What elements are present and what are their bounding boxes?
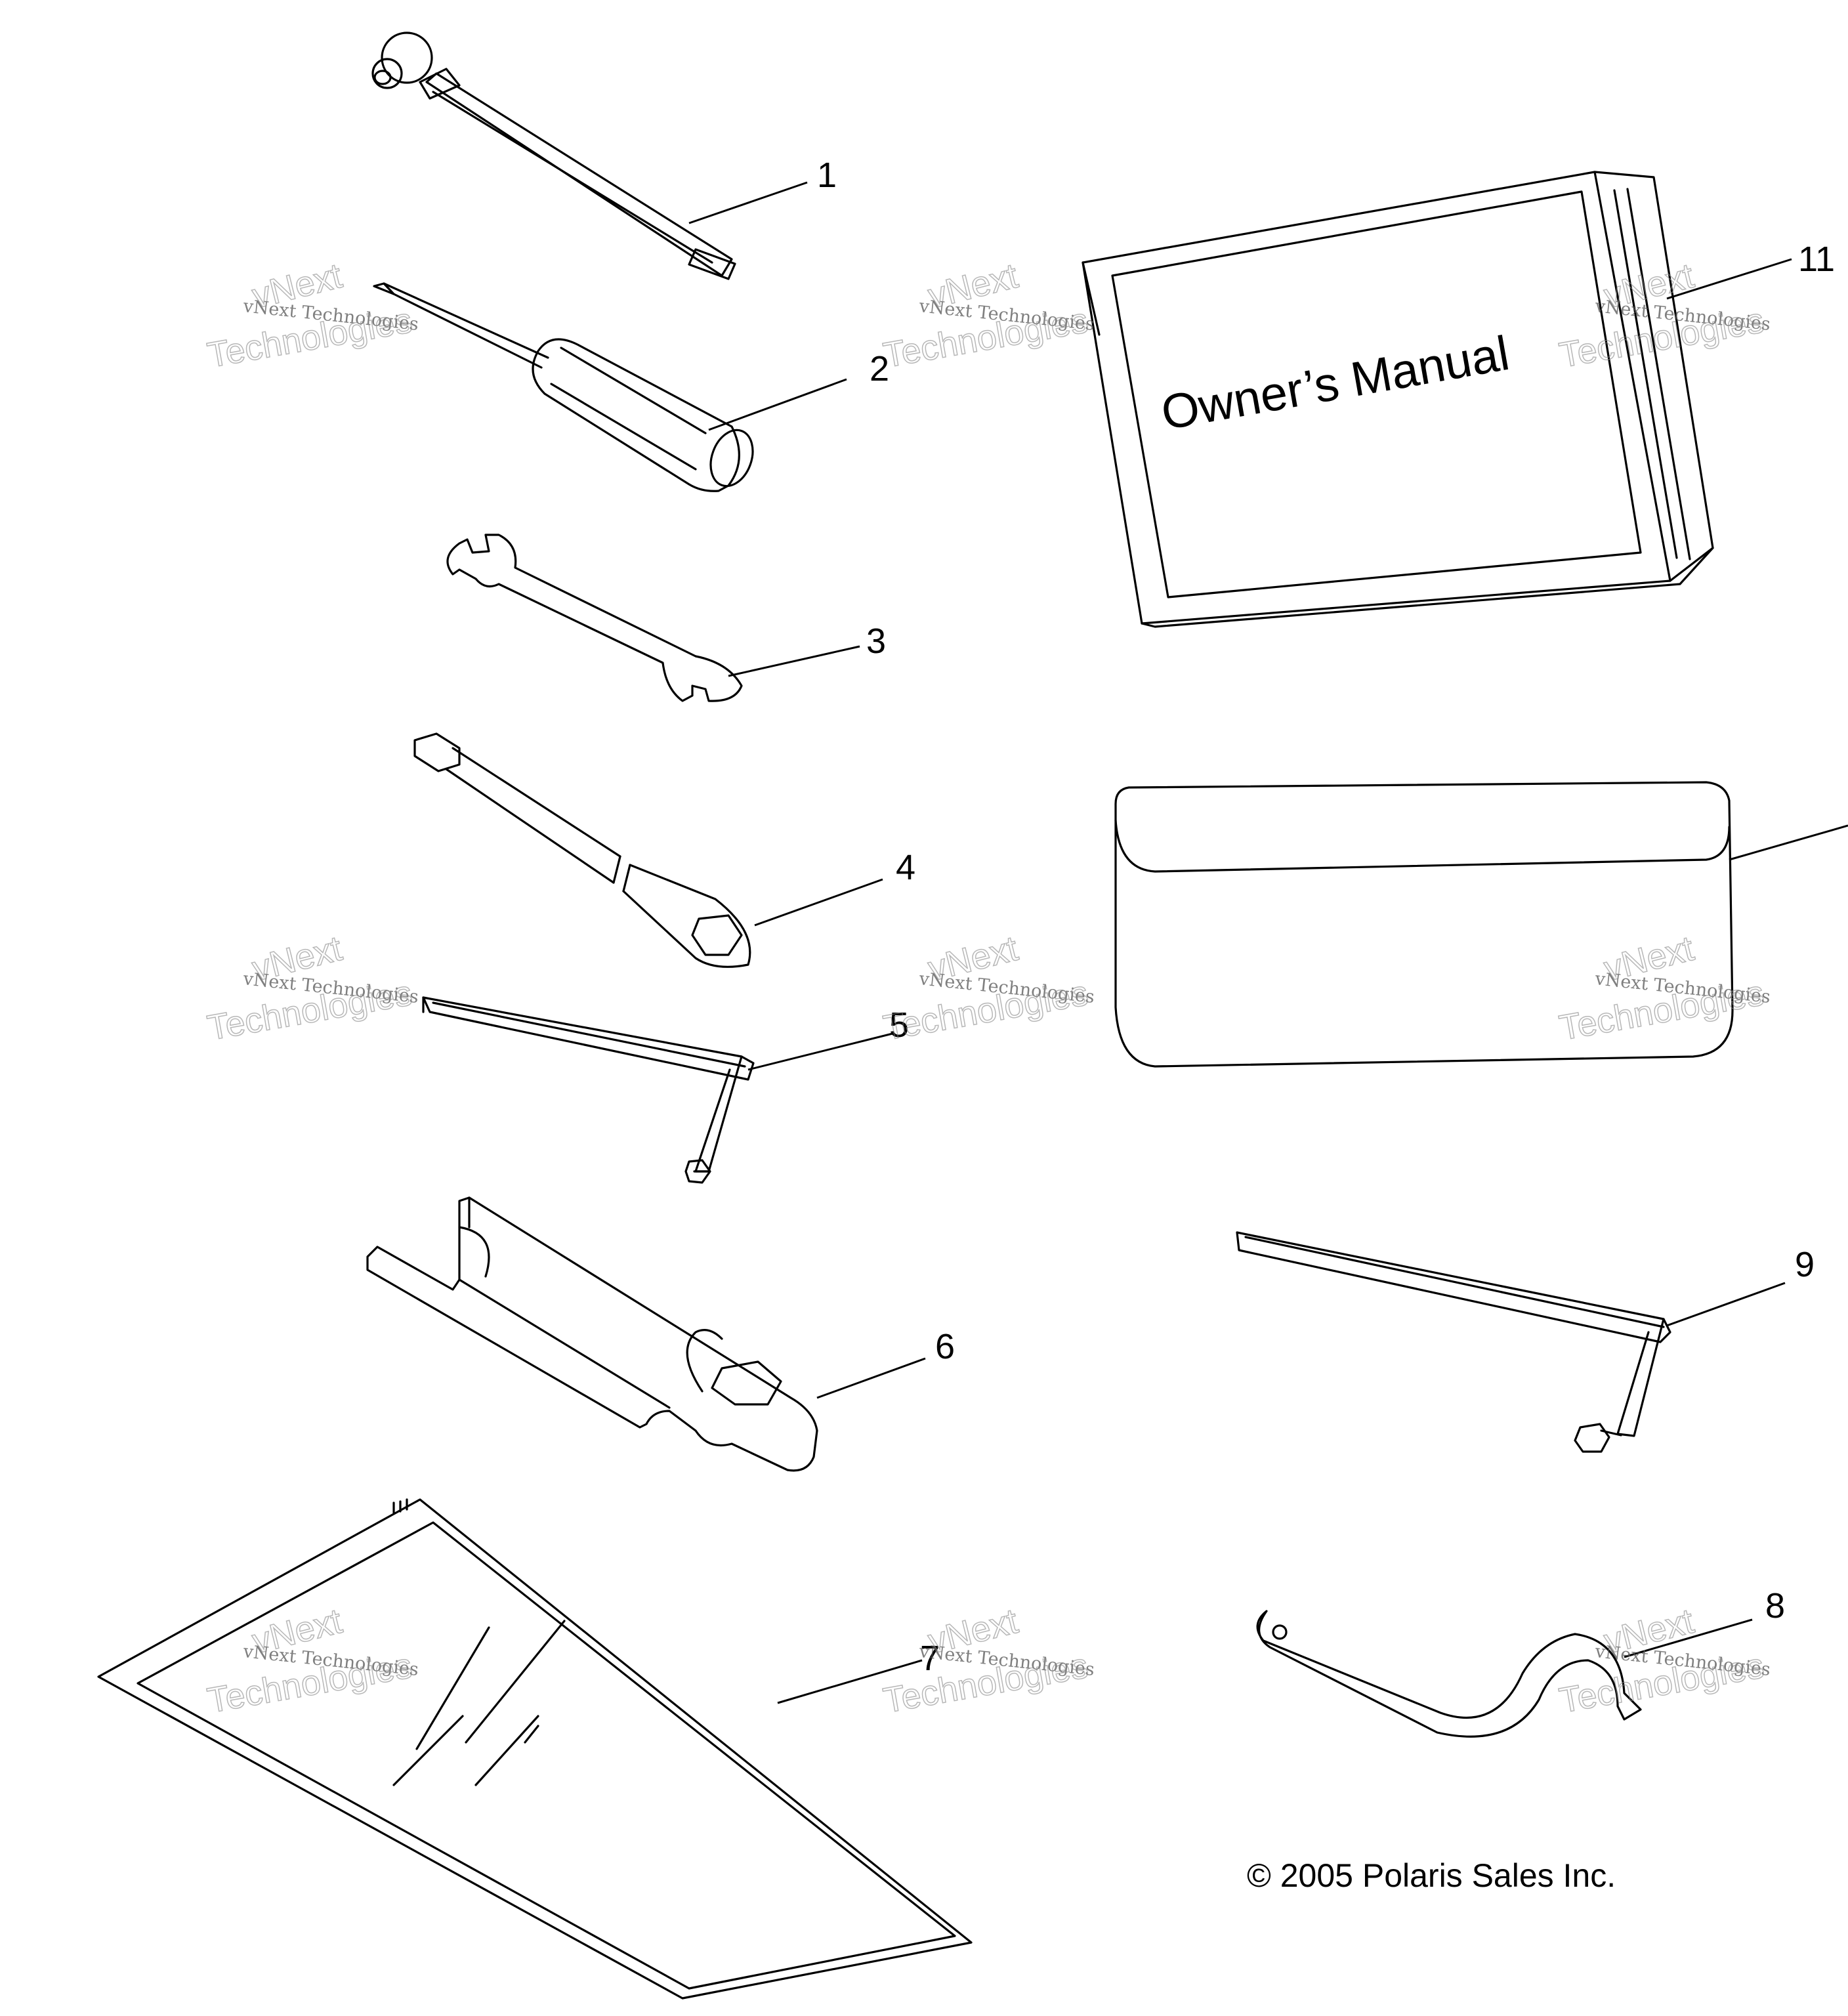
callout-5: 5 xyxy=(889,1005,909,1045)
owners-manual-part: Owner’s Manual xyxy=(1082,171,1714,628)
leader-9 xyxy=(1666,1282,1786,1327)
hex-key-small-part xyxy=(422,996,755,1184)
copyright-text: © 2005 Polaris Sales Inc. xyxy=(1247,1857,1616,1894)
callout-7: 7 xyxy=(920,1639,940,1678)
watermark-tile: vNext Technologies vNext Technologies xyxy=(204,1601,419,1721)
wrench-part xyxy=(446,534,743,702)
polybag-part xyxy=(97,1498,973,2000)
leader-5 xyxy=(747,1032,893,1071)
watermark-tile: vNext Technologies vNext Technologies xyxy=(880,1601,1095,1721)
screwdriver-part xyxy=(373,282,754,492)
leader-10 xyxy=(1729,824,1848,861)
leader-7 xyxy=(777,1659,923,1704)
leader-8 xyxy=(1624,1618,1753,1658)
tire-gauge-part xyxy=(371,32,736,280)
watermark-tile: vNext Technologies vNext Technologies xyxy=(204,928,419,1048)
watermark-tile: vNext Technologies vNext Technologies xyxy=(880,928,1095,1048)
callout-3: 3 xyxy=(866,621,886,661)
spanner-holder-part xyxy=(366,1196,818,1472)
callout-1: 1 xyxy=(817,156,837,195)
leader-2 xyxy=(708,378,847,431)
leader-11 xyxy=(1666,258,1792,300)
watermark-tile: vNext Technologies vNext Technologies xyxy=(1556,928,1771,1048)
callout-11: 11 xyxy=(1798,240,1835,279)
callout-8: 8 xyxy=(1765,1586,1785,1626)
tool-pouch-part xyxy=(1114,781,1734,1068)
leader-6 xyxy=(816,1357,926,1399)
leader-3 xyxy=(728,645,860,677)
callout-2: 2 xyxy=(870,349,889,388)
callout-6: 6 xyxy=(935,1327,955,1366)
spanner-wrench-part xyxy=(1256,1610,1642,1738)
watermark-tile: vNext Technologies vNext Technologies xyxy=(880,255,1095,375)
hex-key-large-part xyxy=(1236,1231,1671,1453)
plug-socket-part xyxy=(413,732,751,968)
leader-1 xyxy=(688,181,808,224)
watermark-tile: vNext Technologies vNext Technologies xyxy=(204,255,419,375)
leader-4 xyxy=(754,878,883,927)
callout-4: 4 xyxy=(896,848,915,887)
callout-9: 9 xyxy=(1795,1245,1815,1284)
